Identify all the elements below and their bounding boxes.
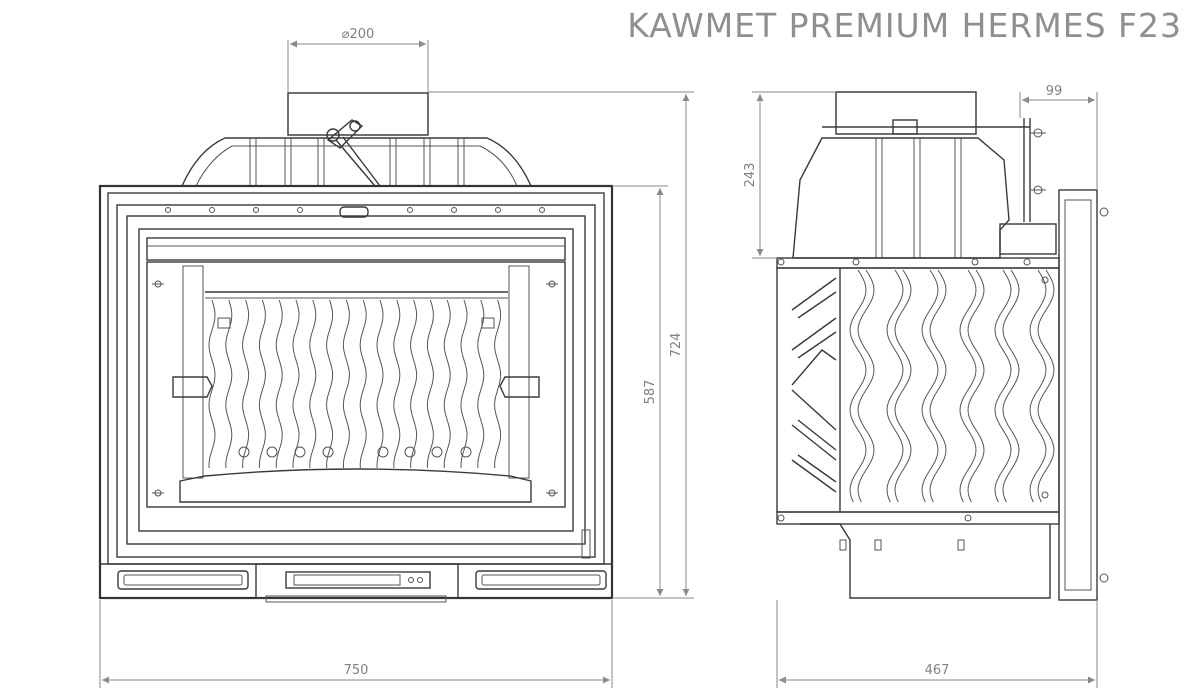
dimension-lines — [99, 40, 1098, 688]
dimension-labels: ⌀200 750 587 724 243 99 467 — [342, 27, 1063, 678]
side-convection-fin — [1037, 269, 1055, 503]
side-convection-fin — [894, 269, 912, 503]
diagram-title: KAWMET PREMIUM HERMES F23 — [627, 6, 1182, 45]
firebox-rib — [477, 299, 485, 469]
firebox-rib — [359, 299, 367, 469]
firebox-rib — [494, 299, 502, 469]
dim-collar-offset: 99 — [1046, 84, 1063, 99]
firebox-rib — [460, 299, 468, 469]
dim-total-height: 724 — [669, 333, 684, 358]
side-convection-fin — [967, 269, 985, 503]
side-view — [776, 91, 1109, 601]
firebox-rib — [426, 299, 434, 469]
firebox-rib — [208, 299, 216, 469]
side-convection-fin — [886, 269, 904, 503]
side-convection-fin — [929, 269, 947, 503]
firebox-rib — [309, 299, 317, 469]
side-convection-fin — [994, 269, 1012, 503]
side-convection-fin — [959, 269, 977, 503]
firebox-rib — [342, 299, 350, 469]
firebox-rib — [275, 299, 283, 469]
firebox-rib — [225, 299, 233, 469]
firebox-rib — [242, 299, 250, 469]
firebox-rib — [292, 299, 300, 469]
side-convection-fin — [857, 269, 875, 503]
firebox-rib — [393, 299, 401, 469]
side-convection-fin — [1002, 269, 1020, 503]
firebox-rib — [410, 299, 418, 469]
dim-collar-height: 243 — [743, 163, 758, 188]
dim-flue-diameter: ⌀200 — [342, 27, 375, 42]
side-convection-fin — [1029, 269, 1047, 503]
firebox-rib — [326, 299, 334, 469]
firebox-rib — [258, 299, 266, 469]
side-convection-fin — [849, 269, 867, 503]
dim-depth: 467 — [925, 663, 950, 678]
side-convection-fin — [921, 269, 939, 503]
front-view — [98, 92, 614, 603]
dim-total-width: 750 — [344, 663, 369, 678]
dim-door-height: 587 — [643, 380, 658, 405]
firebox-rib — [376, 299, 384, 469]
firebox-rib — [443, 299, 451, 469]
